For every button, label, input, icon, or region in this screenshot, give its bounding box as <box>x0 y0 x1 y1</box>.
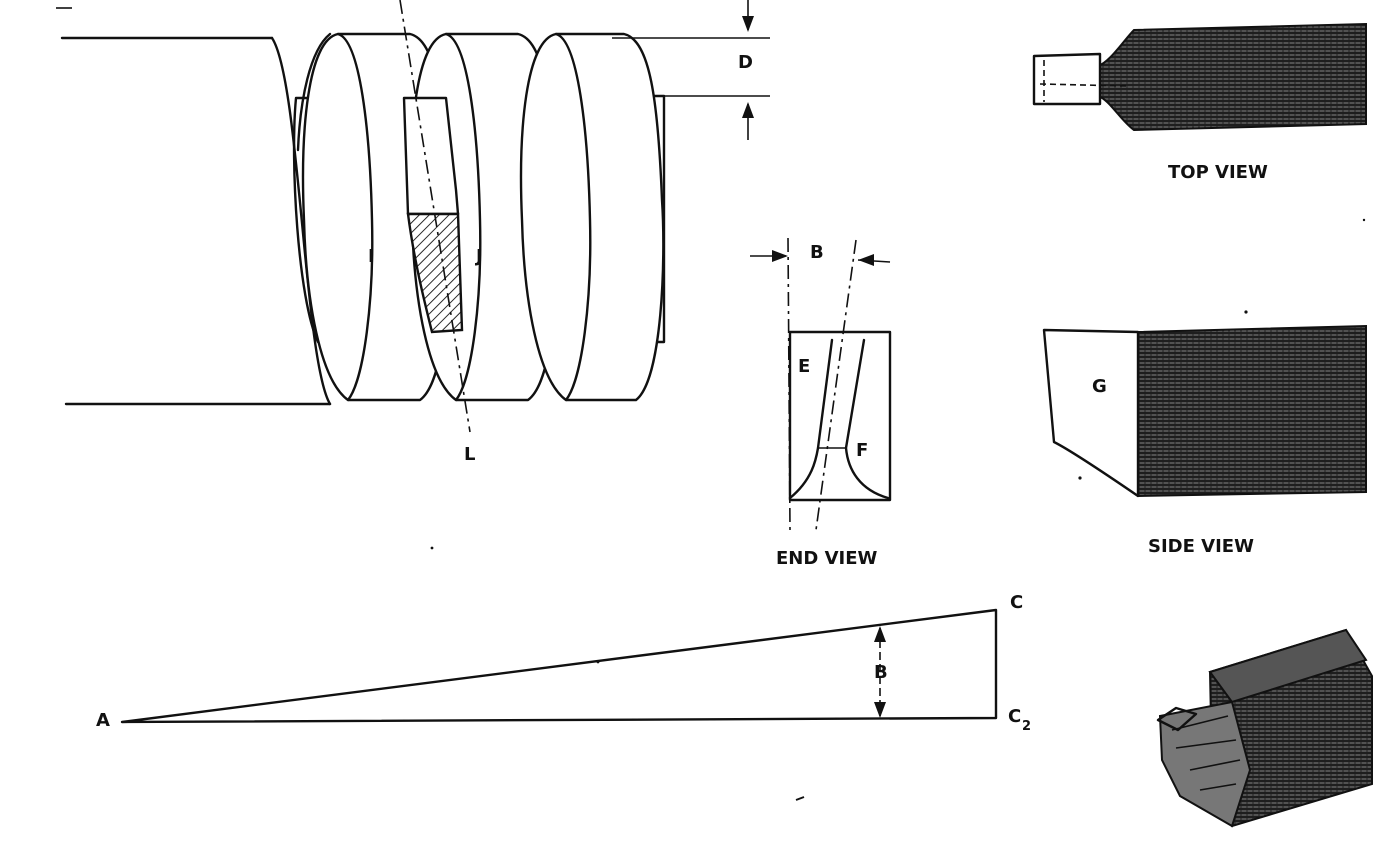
label-b-triangle: B <box>874 662 888 683</box>
shaft-end-curve <box>270 36 332 406</box>
label-b-end: B <box>810 242 824 263</box>
side-view-body <box>1137 324 1367 498</box>
label-c2-letter: C <box>1008 706 1021 727</box>
iso-tip <box>1156 706 1198 732</box>
b-arrowhead-left <box>772 250 788 262</box>
label-top-view: TOP VIEW <box>1168 162 1268 183</box>
label-e: E <box>798 356 810 377</box>
end-view-profile <box>788 338 890 500</box>
label-end-view: END VIEW <box>776 548 877 569</box>
end-view-centerline-vertical <box>787 237 791 531</box>
top-view: TOP VIEW <box>1032 22 1367 183</box>
b-arrowhead-right <box>858 254 874 266</box>
iso-top-face <box>1208 628 1368 704</box>
iso-cutting-face <box>1158 700 1252 828</box>
end-view: B E F END VIEW <box>750 237 892 569</box>
label-a: A <box>96 710 110 731</box>
top-view-body <box>1097 22 1367 132</box>
end-view-centerline-tilted <box>815 239 857 531</box>
label-c2-subscript: 2 <box>1022 719 1031 734</box>
label-side-view: SIDE VIEW <box>1148 536 1254 557</box>
label-f: F <box>856 440 868 461</box>
label-g: G <box>1092 376 1107 397</box>
tool-axis-line <box>399 0 471 433</box>
label-l: L <box>464 444 475 465</box>
thread-collar-0 <box>296 32 332 152</box>
triangle-outline <box>120 608 998 724</box>
label-j: J <box>474 246 483 267</box>
tool-isometric-view <box>1156 628 1373 828</box>
label-d: D <box>738 52 753 73</box>
d-arrowhead-bottom <box>742 102 754 118</box>
thread-drawing: D I J L <box>56 0 770 465</box>
angle-triangle: C B A C 2 <box>96 592 1031 734</box>
b-dim-arrowhead-top <box>874 626 886 642</box>
label-c: C <box>1010 592 1023 613</box>
top-view-tip <box>1032 52 1102 106</box>
b-dim-arrowhead-bottom <box>874 702 886 718</box>
side-view-cutting-face <box>1042 328 1140 498</box>
scan-specks <box>430 218 1366 801</box>
d-arrowhead-top <box>742 16 754 32</box>
iso-shading-lines <box>1171 715 1241 791</box>
side-view: G SIDE VIEW <box>1042 324 1367 557</box>
top-view-hidden-line <box>1039 83 1129 87</box>
thread-collar-3 <box>519 32 665 402</box>
label-i: I <box>368 246 375 267</box>
